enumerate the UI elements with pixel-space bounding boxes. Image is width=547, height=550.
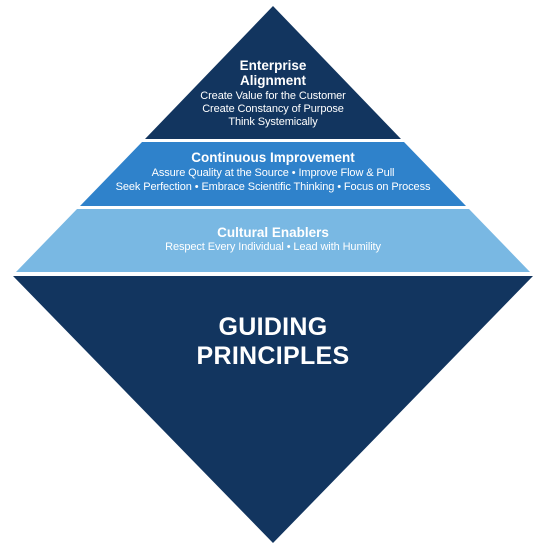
cultural-enablers-title: Cultural Enablers [217, 225, 329, 240]
continuous-improvement-line-1: Assure Quality at the Source • Improve F… [151, 167, 395, 179]
enterprise-alignment-title-line2: Alignment [240, 73, 306, 88]
enterprise-alignment-title-line1: Enterprise [239, 58, 307, 73]
enterprise-alignment-tier [145, 6, 401, 139]
enterprise-alignment-line-2: Create Constancy of Purpose [202, 103, 344, 115]
cultural-enablers-line-1: Respect Every Individual • Lead with Hum… [165, 241, 381, 253]
continuous-improvement-title: Continuous Improvement [191, 150, 355, 165]
guiding-principles-base [13, 276, 533, 543]
continuous-improvement-tier [80, 142, 466, 206]
cultural-enablers-tier [16, 209, 530, 272]
enterprise-alignment-line-3: Think Systemically [228, 116, 318, 128]
guiding-principles-line2: PRINCIPLES [196, 342, 350, 370]
enterprise-alignment-line-1: Create Value for the Customer [200, 90, 346, 102]
continuous-improvement-line-2: Seek Perfection • Embrace Scientific Thi… [115, 181, 431, 193]
guiding-principles-line1: GUIDING [218, 313, 328, 341]
